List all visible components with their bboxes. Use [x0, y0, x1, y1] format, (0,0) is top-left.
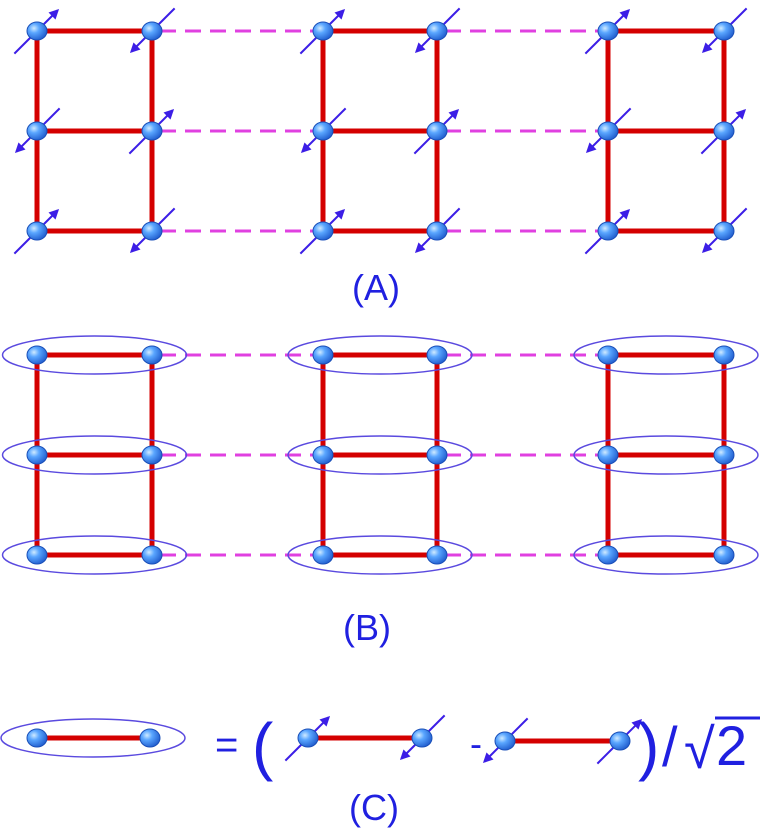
site-node: [312, 545, 334, 565]
site-node: [141, 445, 163, 465]
site-node: [713, 21, 735, 41]
site-node: [597, 445, 619, 465]
site-node: [26, 21, 48, 41]
site-node: [297, 728, 319, 748]
singlet-ellipse-icon: [0, 718, 186, 758]
divide-slash: /: [662, 715, 678, 778]
singlet-ellipse-icon: [287, 435, 473, 475]
site-node: [597, 121, 619, 141]
site-node: [141, 121, 163, 141]
site-node: [597, 21, 619, 41]
site-node: [26, 728, 48, 748]
site-node: [426, 345, 448, 365]
site-node: [312, 221, 334, 241]
singlet-ellipse-icon: [287, 335, 473, 375]
singlet-ellipse-icon: [287, 535, 473, 575]
site-node: [141, 545, 163, 565]
close-parenthesis: ): [638, 710, 659, 782]
panel-a-neel-ladders: [13, 7, 748, 255]
site-node: [597, 545, 619, 565]
caption-c: (C): [349, 787, 399, 828]
minus-sign: -: [470, 723, 482, 764]
singlet-ellipse-icon: [1, 335, 188, 375]
site-node: [609, 731, 631, 751]
site-node: [426, 21, 448, 41]
site-node: [411, 728, 433, 748]
site-node: [312, 21, 334, 41]
caption-b: (B): [343, 607, 391, 648]
panel-b-rung-singlet-ladders: [1, 335, 759, 575]
equals-sign: =: [215, 723, 238, 767]
panel-c-singlet-definition: [0, 714, 643, 765]
singlet-ellipse-icon: [1, 435, 188, 475]
site-node: [597, 221, 619, 241]
site-node: [426, 121, 448, 141]
site-node: [426, 445, 448, 465]
site-node: [713, 345, 735, 365]
singlet-ellipse-icon: [1, 535, 188, 575]
site-node: [139, 728, 161, 748]
site-node: [26, 345, 48, 365]
site-node: [141, 21, 163, 41]
site-node: [26, 445, 48, 465]
singlet-ellipse-icon: [573, 335, 759, 375]
singlet-ellipse-icon: [573, 435, 759, 475]
site-node: [26, 545, 48, 565]
site-node: [26, 221, 48, 241]
site-node: [426, 221, 448, 241]
site-node: [312, 121, 334, 141]
caption-a: (A): [352, 267, 400, 308]
site-node: [713, 545, 735, 565]
singlet-ellipse-icon: [573, 535, 759, 575]
site-node: [597, 345, 619, 365]
open-parenthesis: (: [252, 710, 273, 782]
site-node: [26, 121, 48, 141]
site-node: [141, 345, 163, 365]
site-node: [713, 121, 735, 141]
site-node: [494, 731, 516, 751]
sqrt-symbol: √: [684, 717, 715, 780]
site-node: [713, 221, 735, 241]
site-node: [141, 221, 163, 241]
site-node: [713, 445, 735, 465]
site-node: [426, 545, 448, 565]
site-node: [312, 445, 334, 465]
sqrt-two: 2: [716, 714, 747, 777]
site-node: [312, 345, 334, 365]
